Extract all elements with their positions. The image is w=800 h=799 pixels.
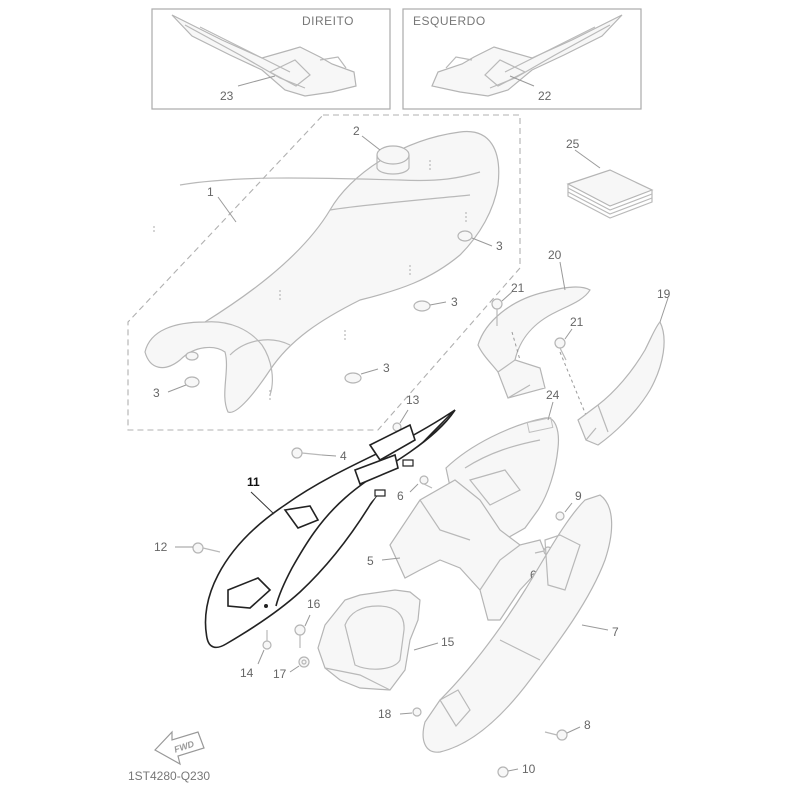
- damper-3e: [185, 351, 199, 361]
- part-number-1: 1: [207, 185, 214, 199]
- part-number-20: 20: [548, 248, 562, 262]
- damper-3c: 3: [344, 361, 390, 384]
- part-number-3d: 3: [153, 386, 160, 400]
- decal-22-drawing: [431, 14, 623, 97]
- part-number-22: 22: [538, 89, 552, 103]
- inner-fender-5: 5: [367, 479, 549, 621]
- part-number-24: 24: [546, 388, 560, 402]
- nut-13: 13: [392, 393, 420, 432]
- part-number-3c: 3: [383, 361, 390, 375]
- part-number-21b: 21: [570, 315, 584, 329]
- part-number-13: 13: [406, 393, 420, 407]
- part-number-3a: 3: [496, 239, 503, 253]
- part-number-10: 10: [522, 762, 536, 776]
- part-number-4: 4: [340, 449, 347, 463]
- part-number-25: 25: [566, 137, 580, 151]
- bolt-6a: 6: [397, 475, 433, 503]
- part-number-2: 2: [353, 124, 360, 138]
- screw-14: 14: [240, 630, 272, 680]
- bolt-12: 12: [154, 540, 221, 554]
- forward-arrow-icon: FWD: [154, 730, 205, 766]
- part-number-16: 16: [307, 597, 321, 611]
- seat-drawing: [144, 130, 500, 413]
- damper-3d: 3: [153, 376, 200, 400]
- part-number-19: 19: [657, 287, 671, 301]
- part-number-8: 8: [584, 718, 591, 732]
- part-number-23: 23: [220, 89, 234, 103]
- bolt-4: 4: [291, 447, 347, 463]
- nut-9: 9: [555, 489, 582, 521]
- seat-assembly-frame: [127, 114, 521, 431]
- manual-booklet-25: 25: [566, 137, 654, 219]
- part-number-21a: 21: [511, 281, 525, 295]
- bolt-8: 8: [544, 718, 591, 741]
- decal-box-left-label: ESQUERDO: [413, 14, 486, 28]
- screw-10: 10: [497, 762, 536, 778]
- bolt-21a: 21: [491, 281, 525, 326]
- part-number-15: 15: [441, 635, 455, 649]
- screw-18: 18: [378, 707, 422, 721]
- rear-bracket-20: 20: [477, 248, 591, 399]
- part-number-18: 18: [378, 707, 392, 721]
- part-number-12: 12: [154, 540, 168, 554]
- damper-3b: 3: [413, 295, 458, 312]
- decal-23-drawing: [171, 14, 357, 97]
- damper-3a: 3: [457, 230, 503, 253]
- part-number-17: 17: [273, 667, 287, 681]
- part-number-14: 14: [240, 666, 254, 680]
- part-number-3b: 3: [451, 295, 458, 309]
- decal-box-right: DIREITO 23: [151, 8, 391, 110]
- tool-box-15: 15: [317, 589, 455, 691]
- diagram-code: 1ST4280-Q230: [128, 769, 210, 783]
- part-number-5: 5: [367, 554, 374, 568]
- part-number-7: 7: [612, 625, 619, 639]
- side-cover-7: 7: [422, 494, 619, 753]
- part-number-6a: 6: [397, 489, 404, 503]
- decal-box-left: ESQUERDO 22: [402, 8, 642, 110]
- decal-box-right-label: DIREITO: [302, 14, 354, 28]
- part-number-11: 11: [247, 475, 260, 489]
- bolt-21b: 21: [554, 315, 584, 361]
- grab-rail-19: 19: [577, 287, 671, 446]
- part-number-9: 9: [575, 489, 582, 503]
- bolt-16: 16: [294, 597, 321, 648]
- side-cover-11-highlighted: 11: [204, 409, 456, 649]
- washer-17: 17: [273, 656, 310, 681]
